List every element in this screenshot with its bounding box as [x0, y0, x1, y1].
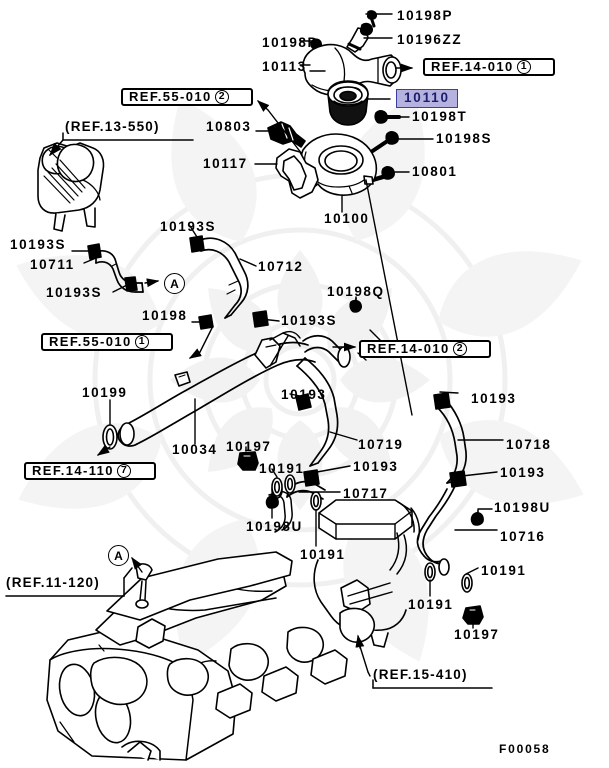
- callout-circle-a-upper: A: [164, 273, 185, 294]
- connector-arrows: [96, 63, 414, 677]
- part-label-10711: 10711: [30, 257, 75, 272]
- ref-box-14-010-2[interactable]: REF.14-010 2: [359, 340, 491, 358]
- part-label-10716: 10716: [500, 529, 546, 544]
- ref-box-number: 7: [116, 463, 131, 478]
- part-label-10193-c: 10193: [353, 459, 399, 474]
- ref-box-label: REF.55-010: [129, 89, 212, 104]
- part-label-10198q: 10198Q: [327, 284, 385, 299]
- ref-box-14-110-7[interactable]: REF.14-110 7: [24, 462, 156, 480]
- part-engine-block: [46, 551, 375, 761]
- callout-circle-a-lower: A: [108, 545, 129, 566]
- part-10197-b: [462, 605, 484, 625]
- part-label-10191-b: 10191: [300, 547, 346, 562]
- part-label-10197-b: 10197: [454, 627, 500, 642]
- part-label-10191-a: 10191: [259, 461, 305, 476]
- part-label-10803: 10803: [206, 119, 252, 134]
- part-heater-unit: [318, 499, 421, 575]
- seal-10191-c: [461, 573, 473, 593]
- leader-lines: [71, 13, 504, 629]
- ref-box-55-010-2[interactable]: REF.55-010 2: [121, 88, 253, 106]
- part-label-10193-d: 10193: [500, 465, 546, 480]
- part-label-10034: 10034: [172, 442, 218, 457]
- part-10716-hose: [416, 485, 456, 576]
- ref-box-label: REF.14-110: [32, 463, 114, 478]
- part-label-10100: 10100: [324, 211, 370, 226]
- ref-box-14-010-1[interactable]: REF.14-010 1: [423, 58, 555, 76]
- paren-ref-underlines: [5, 132, 493, 689]
- ref-box-number: 1: [516, 59, 531, 74]
- part-label-10199: 10199: [82, 385, 128, 400]
- part-label-10801: 10801: [412, 164, 458, 179]
- ref-box-55-010-1[interactable]: REF.55-010 1: [41, 333, 173, 351]
- part-label-10191-c: 10191: [481, 563, 527, 578]
- part-label-10198u-a: 10198U: [246, 519, 303, 534]
- ref-box-label: REF.14-010: [367, 341, 450, 356]
- part-label-10193s-a: 10193S: [10, 237, 67, 252]
- part-label-10712: 10712: [258, 259, 304, 274]
- part-label-10193s-c: 10193S: [46, 285, 103, 300]
- part-label-10117: 10117: [203, 156, 248, 171]
- clamp-10193-b: [433, 392, 451, 410]
- ref-box-number: 2: [452, 341, 467, 356]
- part-10110-thermostat: [327, 80, 369, 126]
- part-label-10193-b: 10193: [471, 391, 517, 406]
- part-10719-hose: [296, 357, 339, 467]
- ref-box-number: 2: [214, 89, 229, 104]
- part-label-10196zz: 10196ZZ: [397, 32, 463, 47]
- part-label-10717: 10717: [343, 486, 389, 501]
- ref-box-number: 1: [134, 334, 149, 349]
- part-label-10193s-b: 10193S: [160, 219, 217, 234]
- part-label-10198p-left: 10198P: [262, 35, 319, 50]
- part-10196zz-bracket: [346, 10, 378, 53]
- part-10197-a: [237, 451, 259, 471]
- part-label-10719: 10719: [358, 437, 404, 452]
- clamp-10193s-b: [189, 235, 205, 253]
- clamp-10193-a: [295, 393, 312, 411]
- part-10198t-bolt: [374, 110, 401, 124]
- highlighted-part-10110[interactable]: 10110: [396, 89, 458, 108]
- part-label-10197-a: 10197: [226, 439, 272, 454]
- part-label-10198u-b: 10198U: [494, 500, 551, 515]
- part-label-10718: 10718: [506, 437, 552, 452]
- part-label-10113: 10113: [262, 59, 307, 74]
- clamp-10193s-a: [87, 243, 102, 260]
- clamp-10198u-b: [470, 509, 484, 526]
- paren-ref-15-410[interactable]: (REF.15-410): [373, 667, 468, 682]
- part-label-10193s-d: 10193S: [281, 313, 338, 328]
- part-ref-13-550-unit: [37, 142, 105, 232]
- part-10191-elbow-set: [268, 474, 322, 533]
- part-10199-seal: [102, 424, 118, 450]
- part-label-10198t: 10198T: [412, 109, 468, 124]
- clamp-10193s-c: [124, 276, 138, 292]
- ref-box-label: REF.55-010: [49, 334, 132, 349]
- part-label-10193-a: 10193: [281, 387, 327, 402]
- figure-code: F00058: [499, 742, 551, 756]
- ref-box-label: REF.14-010: [431, 59, 514, 74]
- part-label-10198p-top: 10198P: [397, 8, 454, 23]
- paren-ref-13-550[interactable]: (REF.13-550): [65, 119, 160, 134]
- part-10712-hose: [199, 237, 249, 319]
- part-label-10191-d: 10191: [408, 597, 454, 612]
- paren-ref-11-120[interactable]: (REF.11-120): [6, 575, 100, 590]
- part-label-10198s: 10198S: [436, 131, 493, 146]
- part-label-10198: 10198: [142, 308, 188, 323]
- seal-10191-a: [271, 477, 283, 497]
- clamp-10193-d: [449, 470, 467, 488]
